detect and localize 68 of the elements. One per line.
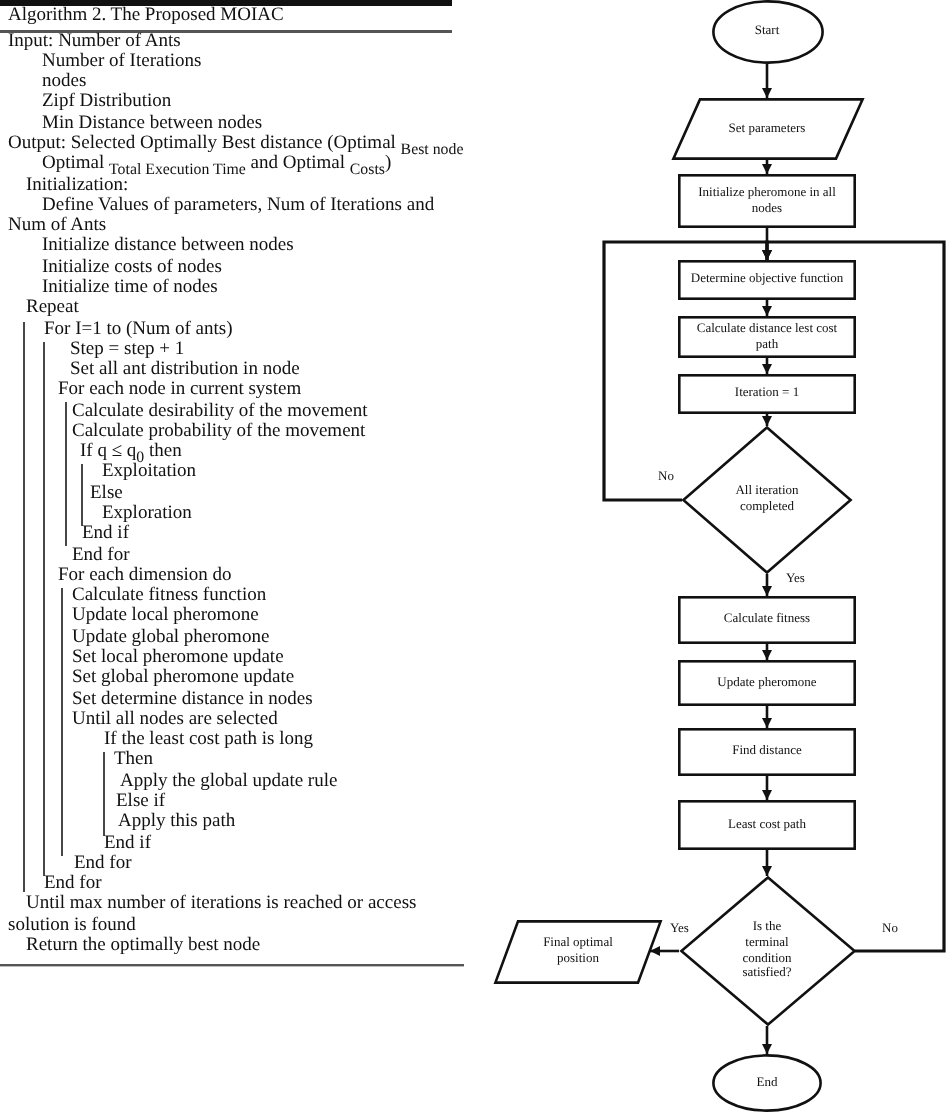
pseudocode-line: Calculate probability of the movement [72, 421, 366, 443]
pseudocode-line: Until all nodes are selected [72, 709, 278, 730]
pseudocode-line: Set global pheromone update [72, 668, 295, 690]
input-parallelogram [671, 98, 863, 160]
pseudocode-line: Set local pheromone update [72, 648, 284, 669]
pseudocode-line: Update global pheromone [72, 627, 270, 648]
pseudocode-line: Initialize distance between nodes [42, 236, 294, 258]
start-terminal [711, 0, 823, 64]
arrow [762, 240, 946, 953]
pseudocode-line: End for [72, 545, 130, 566]
pseudocode-line: Set all ant distribution in node [70, 360, 300, 381]
arrow [762, 706, 772, 728]
pseudocode-line: End if [104, 833, 151, 854]
process-box [678, 374, 856, 414]
pseudocode-line: Initialization: [26, 175, 129, 196]
pseudocode-line: Else [90, 483, 123, 504]
pseudocode-line: Then [114, 750, 154, 772]
arrow [762, 1026, 772, 1054]
arrow [762, 850, 772, 876]
pseudocode-line: Apply the global update rule [120, 771, 338, 792]
process-box [678, 316, 856, 358]
process-box [678, 174, 856, 228]
pseudocode-line: Until max number of iterations is reached or access solution is found [8, 894, 419, 936]
pseudocode-line: Calculate desirability of the movement [72, 401, 368, 422]
pseudocode-line: Return the optimally best node [26, 935, 261, 957]
pseudocode-line: Input: Number of Ants [8, 31, 181, 52]
pseudocode-line: Define Values of parameters, Num of Iterations and Num of Ants [8, 195, 437, 237]
pseudocode-line: Optimal $_{Total Execution Time}$ and Optimal $_{Costs}$) [42, 154, 392, 179]
arrow [762, 574, 772, 596]
pseudocode-line: Zipf Distribution [42, 92, 172, 114]
pseudocode-line: Exploration [102, 504, 192, 525]
pseudocode-line: Step = step + 1 [70, 339, 185, 360]
pseudocode-line: End if [82, 524, 129, 546]
pseudocode-line: nodes [42, 72, 87, 93]
pseudocode-line: For each dimension do [58, 565, 232, 586]
pseudocode-line: For each node in current system [58, 380, 302, 402]
pseudocode-line: Update local pheromone [72, 606, 259, 628]
pseudocode-line: Else if [116, 791, 166, 812]
algorithm-title: Algorithm 2. The Proposed MOIAC [8, 6, 284, 27]
pseudocode-line: Repeat [26, 298, 79, 320]
decision-diamond [682, 426, 852, 574]
pseudocode-line: Exploitation [102, 462, 196, 484]
arrow [762, 358, 772, 374]
arrow [762, 644, 772, 660]
pseudocode-line: For I=1 to (Num of ants) [44, 319, 233, 340]
end-terminal [712, 1054, 822, 1112]
pseudocode-line: Min Distance between nodes [42, 113, 263, 134]
arrow [762, 300, 772, 316]
arrow [762, 64, 772, 98]
process-box [678, 260, 856, 300]
process-box [678, 660, 856, 706]
pseudocode-line: Apply this path [118, 812, 236, 834]
pseudocode-line: End for [44, 874, 102, 895]
arrow [650, 946, 679, 956]
process-box [678, 596, 856, 644]
pseudocode-line: End for [74, 853, 132, 874]
output-parallelogram [494, 919, 662, 983]
pseudocode-line: Initialize time of nodes [42, 277, 218, 299]
pseudocode-line: Set determine distance in nodes [72, 689, 313, 710]
pseudocode-line: Number of Iterations [42, 51, 202, 72]
pseudocode-line: Initialize costs of nodes [42, 257, 222, 278]
process-box [678, 728, 856, 776]
arrow [762, 414, 772, 426]
arrow [762, 160, 772, 174]
arrow [762, 776, 772, 800]
pseudocode-line: Calculate fitness function [72, 586, 267, 607]
pseudocode-line: If the least cost path is long [104, 730, 313, 751]
process-box [678, 800, 856, 850]
